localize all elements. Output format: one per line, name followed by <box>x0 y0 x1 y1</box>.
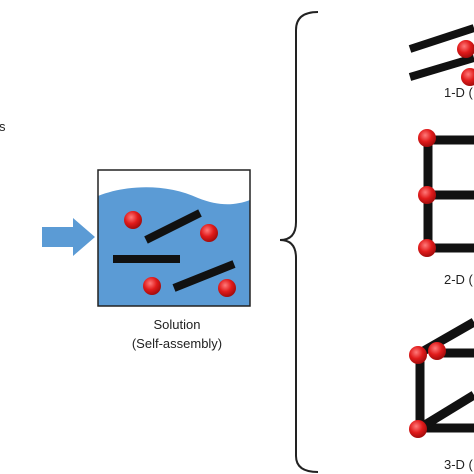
rod <box>417 391 474 432</box>
rod <box>172 260 236 292</box>
label-2d: 2-D ( <box>444 272 474 287</box>
rod <box>144 209 202 244</box>
structure-2d <box>418 129 474 257</box>
particle <box>218 279 236 297</box>
solution-sublabel: (Self-assembly) <box>132 336 222 351</box>
particle <box>418 239 436 257</box>
curly-brace <box>279 11 319 473</box>
structure-3d <box>409 318 474 438</box>
rod <box>408 54 474 81</box>
solution-label: Solution <box>154 317 201 332</box>
particle <box>409 420 427 438</box>
particle <box>200 224 218 242</box>
left-edge-text: s <box>0 119 6 134</box>
particle <box>428 342 446 360</box>
label-1d: 1-D ( <box>444 85 474 100</box>
particle <box>124 211 142 229</box>
particle <box>143 277 161 295</box>
structure-1d <box>408 24 474 86</box>
solution-beaker <box>97 169 251 307</box>
particle <box>461 68 474 86</box>
particle <box>409 346 427 364</box>
rod <box>408 24 474 53</box>
process-arrow-icon <box>42 218 95 256</box>
beaker-outline <box>97 169 251 307</box>
particle <box>457 40 474 58</box>
particle <box>418 186 436 204</box>
particle <box>418 129 436 147</box>
rod <box>417 318 474 357</box>
label-3d: 3-D ( <box>444 457 474 472</box>
